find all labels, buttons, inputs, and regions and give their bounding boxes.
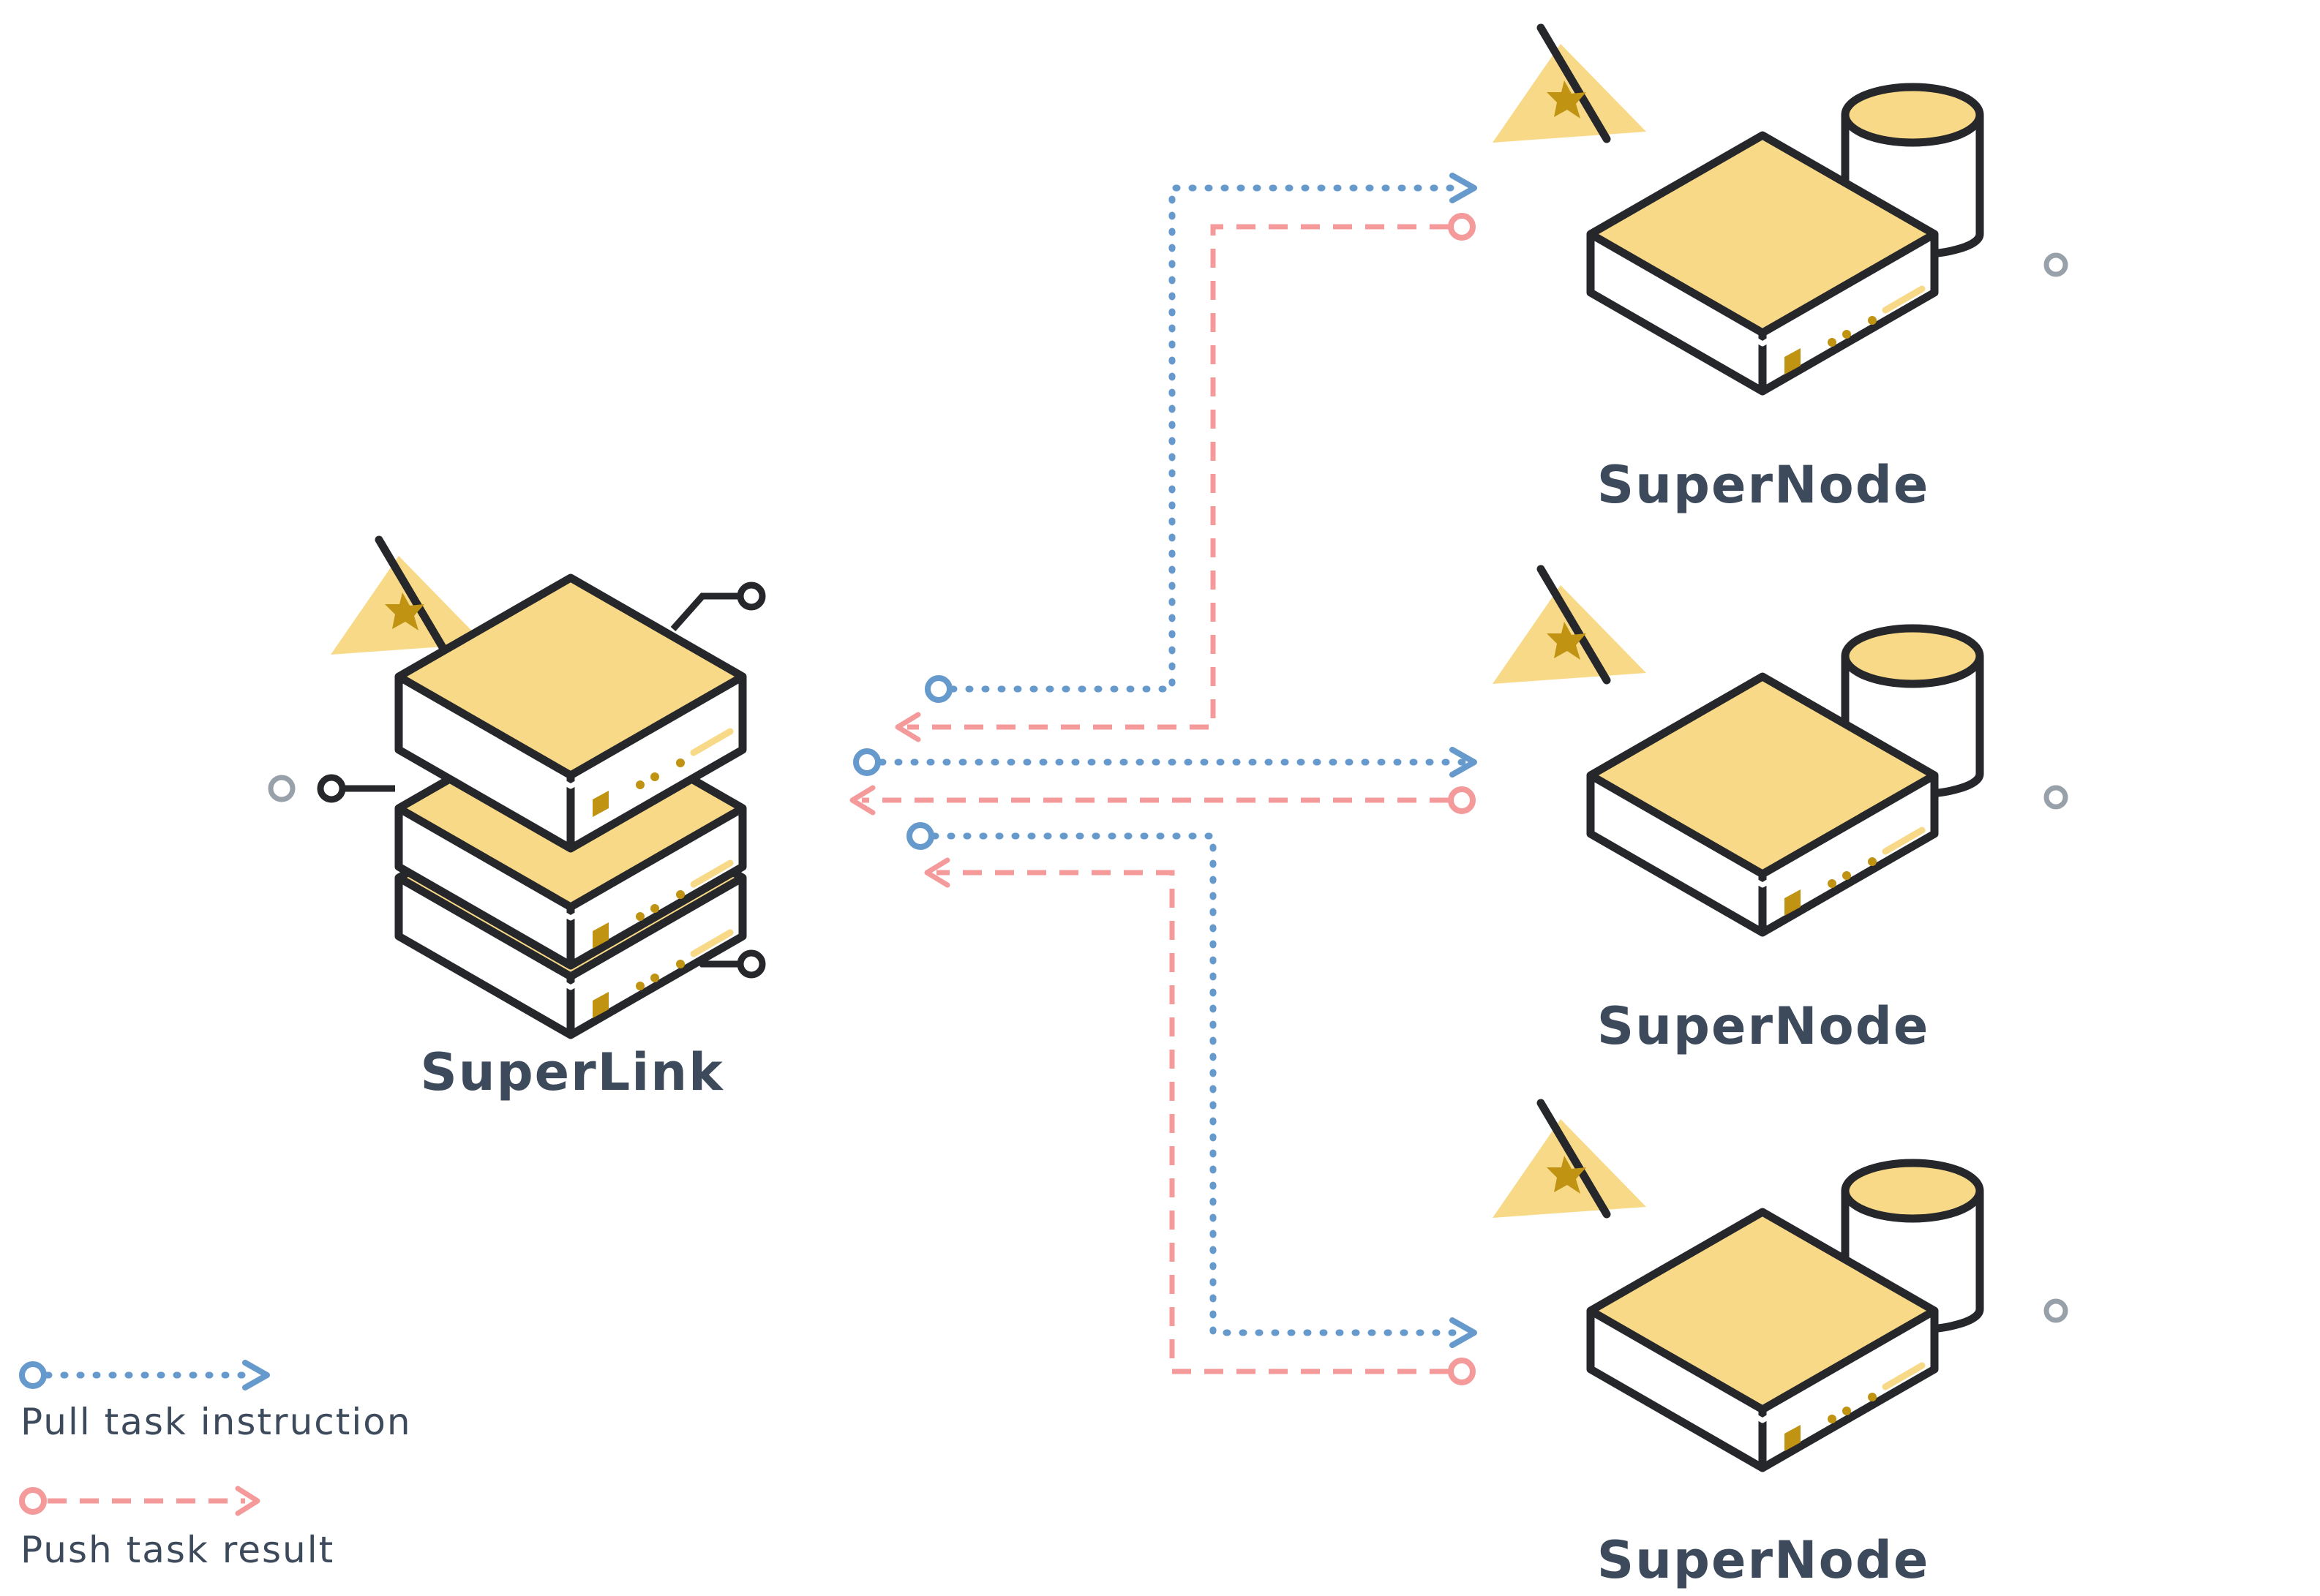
- flag-icon: [1493, 28, 1646, 143]
- pull-line-top: [925, 173, 1477, 703]
- supernode-top: [1493, 28, 2268, 391]
- push-line-top: [895, 213, 1476, 742]
- supernode-label: SuperNode: [1596, 1530, 1930, 1590]
- connector-icon: [317, 581, 766, 979]
- connector-in: [51, 775, 296, 802]
- pull-line-bottom: [906, 822, 1477, 1348]
- connector-out: [2043, 252, 2268, 277]
- push-line-bottom: [924, 857, 1476, 1385]
- supernode-middle: [1493, 569, 2268, 933]
- push-line-middle: [849, 785, 1476, 816]
- flag-icon: [1493, 1103, 1646, 1218]
- legend-pull-icon: [19, 1360, 270, 1390]
- legend-pull-label: Pull task instruction: [20, 1401, 412, 1443]
- flag-icon: [1493, 569, 1646, 684]
- pull-line-middle: [853, 747, 1477, 778]
- legend-push-label: Push task result: [20, 1529, 335, 1571]
- connector-out: [2043, 1298, 2268, 1323]
- connector-out: [2043, 785, 2268, 810]
- superlink-label: SuperLink: [420, 1042, 724, 1102]
- supernode-label: SuperNode: [1596, 996, 1930, 1056]
- superlink: [51, 540, 766, 1035]
- legend-push-icon: [19, 1486, 260, 1516]
- supernode-bottom: [1493, 1103, 2268, 1468]
- server-icon: [394, 573, 747, 853]
- supernode-label: SuperNode: [1596, 455, 1930, 515]
